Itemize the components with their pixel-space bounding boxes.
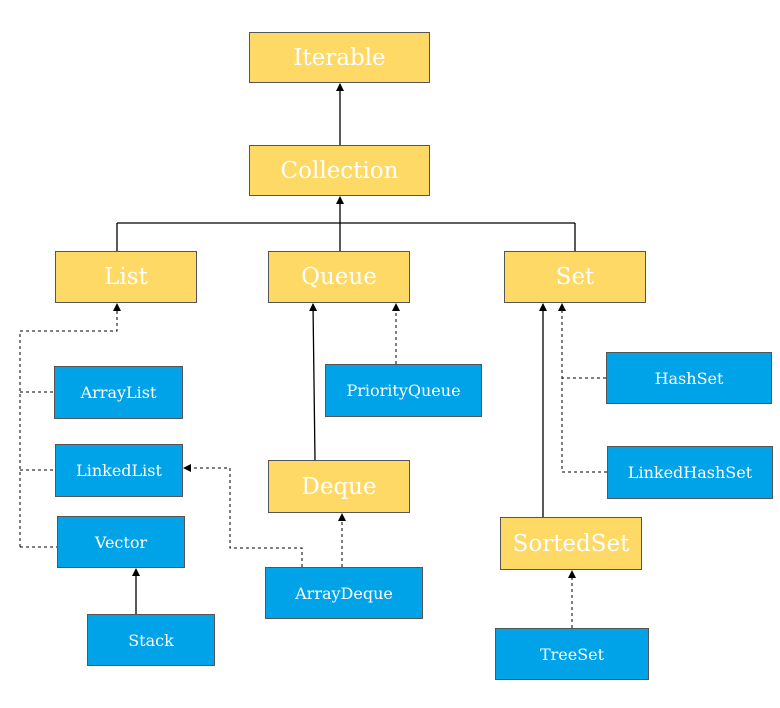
node-linkedlist-label: LinkedList: [76, 461, 162, 480]
node-sortedset-label: SortedSet: [512, 530, 630, 557]
edge-deque-queue: [309, 303, 318, 461]
node-sortedset: SortedSet: [500, 517, 642, 570]
edge-list-impl-trunk: [19, 303, 121, 547]
node-priorityqueue: PriorityQueue: [325, 364, 482, 417]
node-deque-label: Deque: [301, 473, 377, 500]
edge-linkedhashset-set: [558, 303, 607, 473]
node-treeset-label: TreeSet: [539, 644, 605, 664]
edge-arraydeque-linkedlist: [183, 464, 303, 567]
node-iterable-label: Iterable: [293, 44, 386, 71]
node-treeset: TreeSet: [495, 628, 649, 680]
node-linkedlist: LinkedList: [55, 444, 183, 497]
node-vector-label: Vector: [94, 532, 148, 552]
node-linkedhashset-label: LinkedHashSet: [627, 463, 753, 482]
node-iterable: Iterable: [249, 32, 430, 83]
node-hashset-label: HashSet: [654, 368, 724, 388]
node-arraydeque: ArrayDeque: [265, 567, 423, 619]
node-arraylist: ArrayList: [54, 366, 183, 419]
node-arraydeque-label: ArrayDeque: [295, 583, 393, 603]
node-priorityqueue-label: PriorityQueue: [346, 381, 461, 400]
node-vector: Vector: [57, 516, 185, 568]
node-stack-label: Stack: [128, 630, 174, 650]
node-set-label: Set: [555, 264, 595, 290]
node-arraylist-label: ArrayList: [80, 383, 157, 402]
node-stack: Stack: [87, 614, 215, 666]
node-list-label: List: [104, 264, 148, 290]
node-collection: Collection: [249, 145, 430, 196]
node-linkedhashset: LinkedHashSet: [607, 446, 773, 499]
node-deque: Deque: [268, 460, 410, 513]
node-list: List: [55, 251, 197, 303]
node-queue: Queue: [268, 251, 410, 303]
node-collection-label: Collection: [280, 157, 399, 184]
node-hashset: HashSet: [606, 352, 772, 404]
node-set: Set: [504, 251, 646, 303]
node-queue-label: Queue: [301, 264, 377, 290]
